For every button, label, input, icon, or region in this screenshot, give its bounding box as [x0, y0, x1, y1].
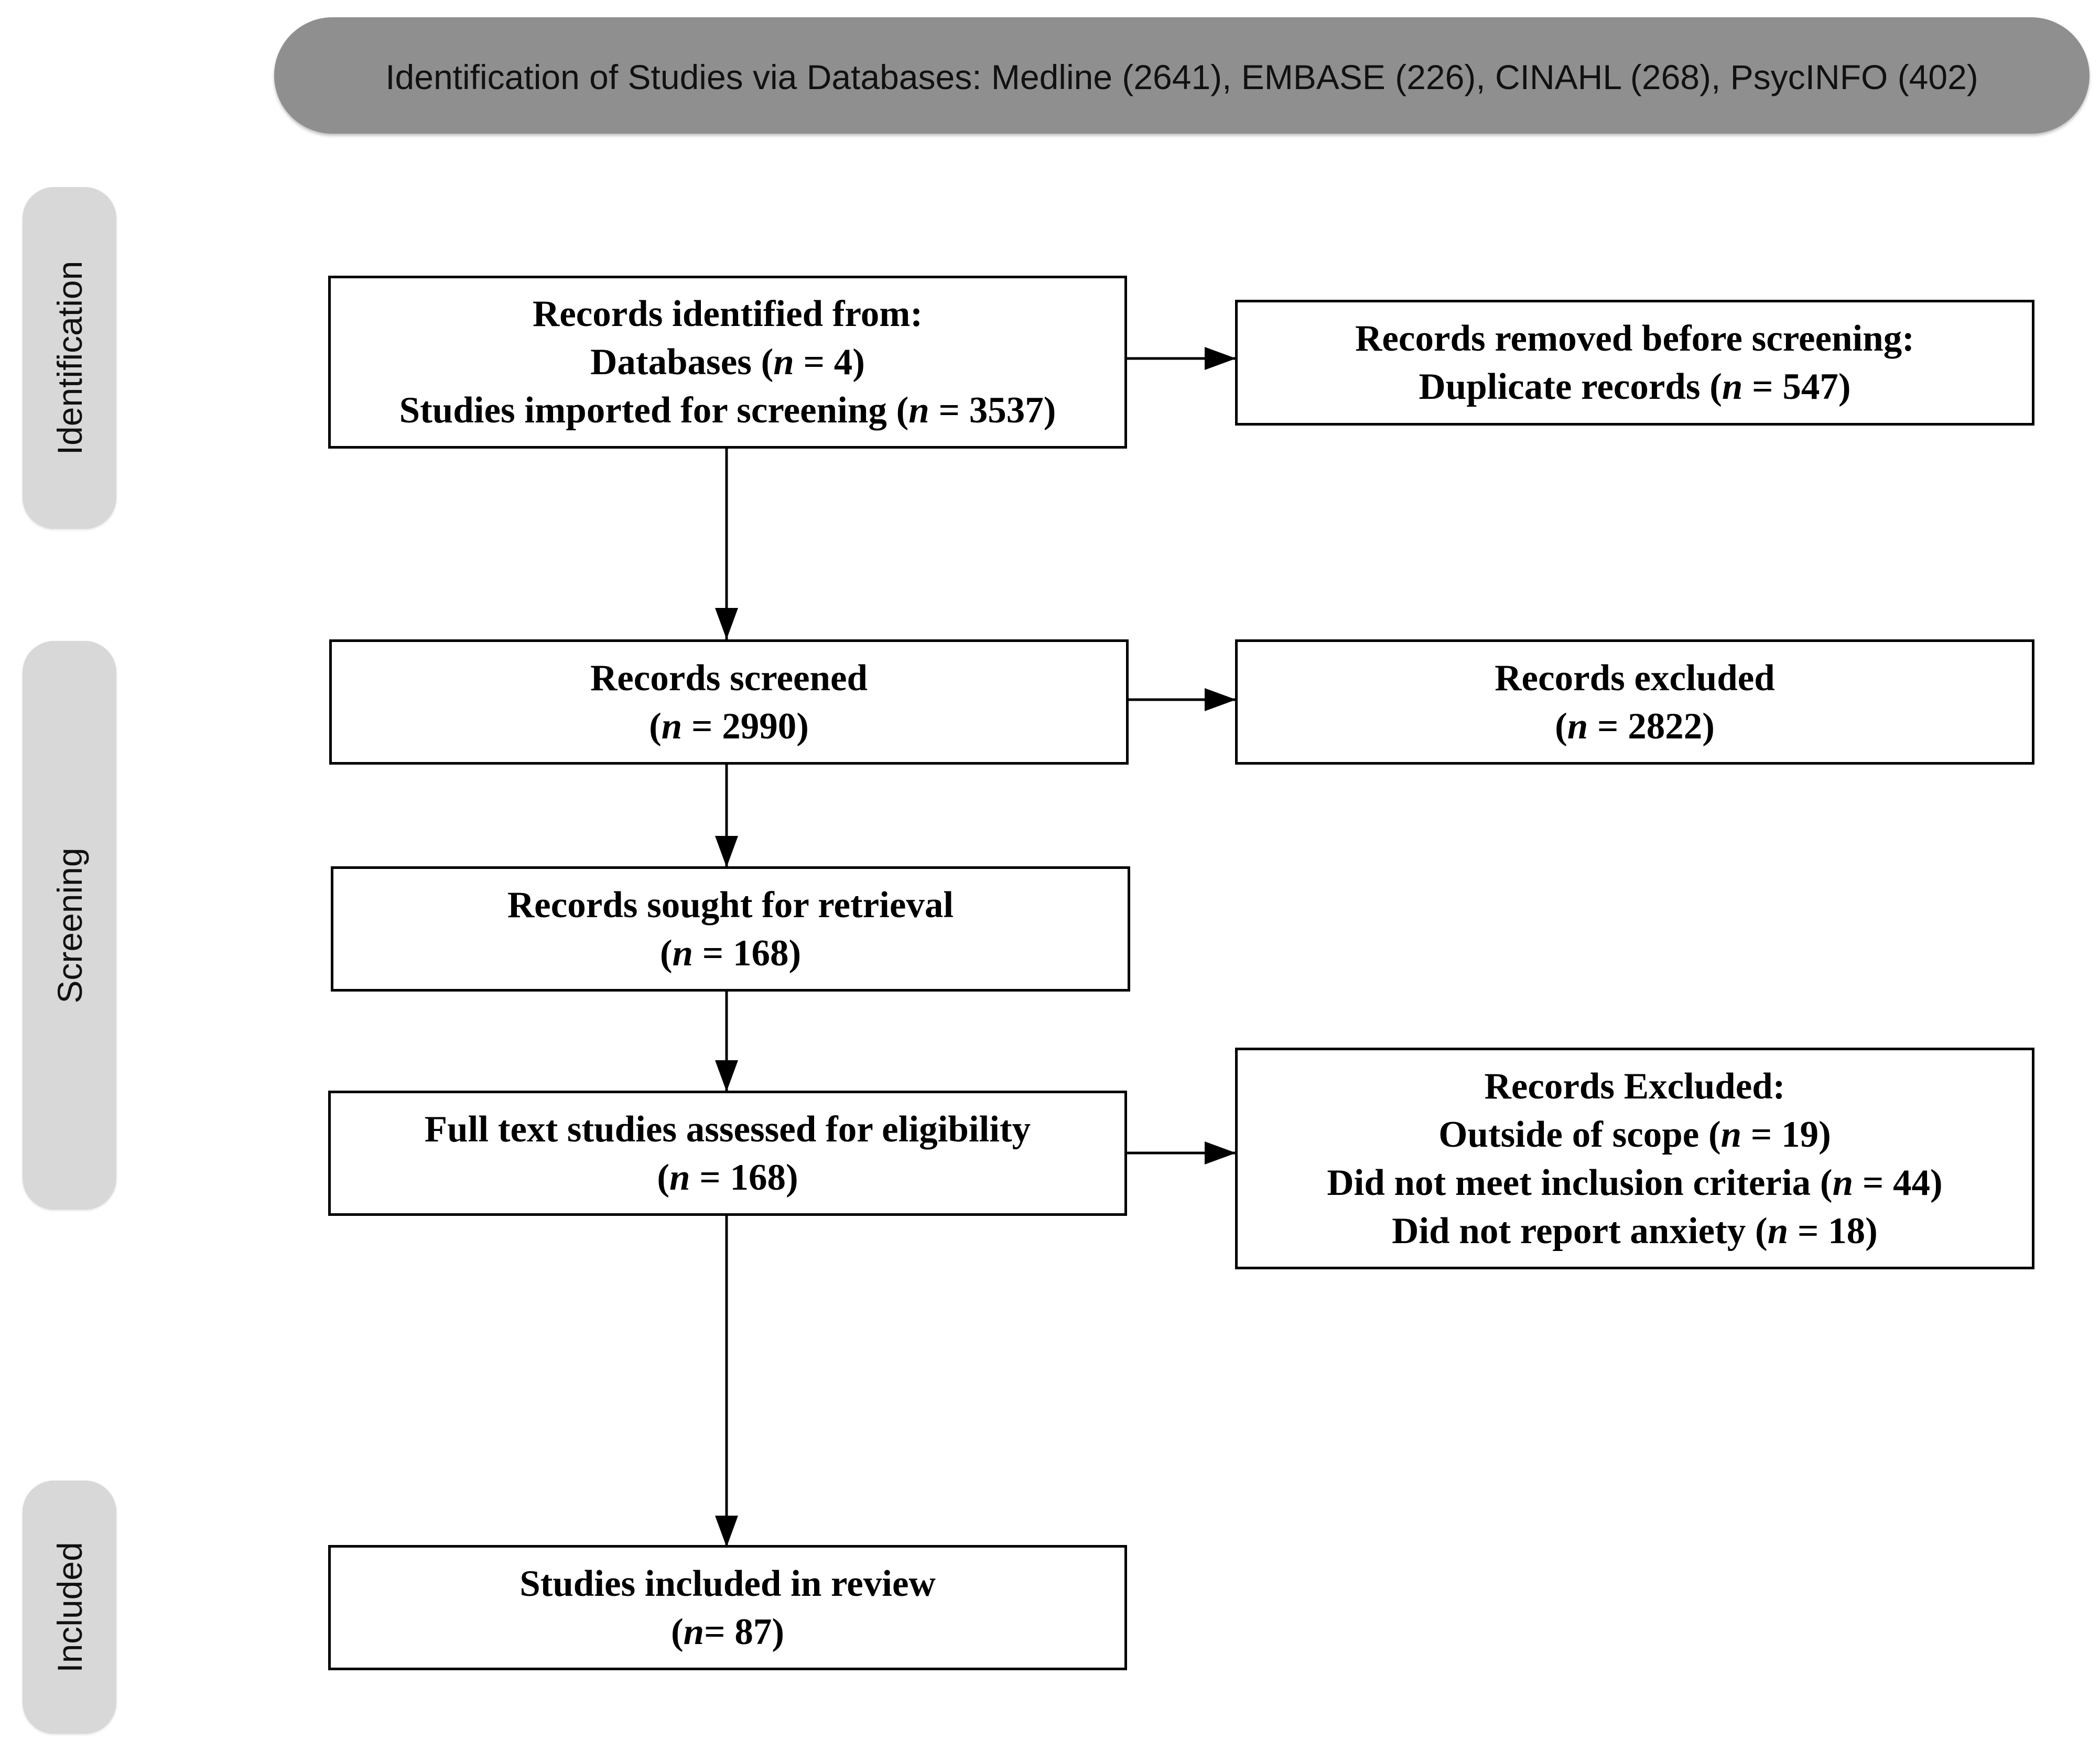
box-full-text-assessed: Full text studies assessed for eligibili… — [328, 1091, 1127, 1216]
sample-size-symbol: n — [1720, 1114, 1742, 1155]
box-line-text: Databases ( — [590, 342, 774, 383]
box-line-count: = 168) — [690, 1157, 798, 1198]
box-line: Studies imported for screening (n = 3537… — [399, 386, 1056, 434]
box-line-text: ( — [1555, 705, 1567, 747]
box-line-count: = 3537) — [929, 390, 1056, 431]
box-line-count: = 2822) — [1588, 705, 1715, 747]
box-records-screened: Records screened(n = 2990) — [329, 639, 1129, 765]
box-line: Records Excluded: — [1485, 1062, 1785, 1111]
box-line: Did not meet inclusion criteria (n = 44) — [1327, 1159, 1942, 1207]
box-line-text: Duplicate records ( — [1419, 366, 1722, 407]
box-line-text: Full text studies assessed for eligibili… — [424, 1108, 1031, 1150]
sample-size-symbol: n — [1722, 366, 1743, 407]
box-records-sought: Records sought for retrieval(n = 168) — [331, 866, 1130, 992]
sample-size-symbol: n — [1567, 705, 1588, 747]
box-line: Records screened — [590, 654, 868, 702]
arrowhead-sought-to-fulltext — [715, 1060, 738, 1092]
sample-size-symbol: n — [1767, 1210, 1789, 1252]
box-line-text: Records identified from: — [532, 293, 923, 334]
sample-size-symbol: n — [773, 342, 794, 383]
box-line: Did not report anxiety (n = 18) — [1392, 1207, 1878, 1255]
box-line-count: = 87) — [704, 1611, 784, 1652]
box-line-count: = 44) — [1853, 1162, 1943, 1203]
box-line: Records excluded — [1495, 654, 1774, 702]
box-line: (n = 168) — [657, 1154, 798, 1202]
box-line-text: ( — [659, 932, 673, 974]
box-line-text: ( — [670, 1611, 684, 1652]
box-line: Records identified from: — [533, 290, 923, 338]
sample-size-symbol: n — [672, 932, 694, 974]
box-line: (n = 2822) — [1555, 702, 1715, 750]
arrowhead-screened-to-sought — [715, 836, 738, 867]
banner-text: Identification of Studies via Databases:… — [385, 58, 1978, 96]
box-line: Databases (n = 4) — [590, 338, 865, 386]
box-line: Duplicate records (n = 547) — [1419, 363, 1850, 411]
box-line-count: = 18) — [1788, 1210, 1878, 1252]
arrowhead-fulltext-to-included — [715, 1516, 738, 1547]
box-line: Records removed before screening: — [1355, 314, 1914, 363]
box-line-text: Records excluded — [1495, 657, 1775, 699]
box-line: Outside of scope (n = 19) — [1438, 1111, 1831, 1159]
box-line-count: = 2990) — [682, 705, 809, 747]
box-line: Records sought for retrieval — [507, 881, 954, 929]
sample-size-symbol: n — [908, 390, 929, 431]
box-line-text: Records sought for retrieval — [507, 884, 954, 926]
arrowhead-identified-to-removed — [1205, 347, 1236, 370]
box-studies-included: Studies included in review(n= 87) — [328, 1545, 1127, 1670]
box-line-count: = 19) — [1741, 1114, 1831, 1155]
box-line: (n = 168) — [660, 929, 801, 977]
phase-identification: Identification — [23, 187, 116, 529]
arrowhead-screened-to-excluded — [1205, 688, 1236, 711]
sample-size-symbol: n — [683, 1611, 705, 1652]
box-line: (n = 2990) — [649, 702, 809, 750]
box-records-excluded: Records excluded(n = 2822) — [1235, 639, 2034, 765]
box-line-text: Did not meet inclusion criteria ( — [1327, 1162, 1833, 1203]
box-line-text: Records removed before screening: — [1355, 318, 1914, 359]
box-line-text: Records screened — [590, 657, 868, 699]
box-line-count: = 547) — [1742, 366, 1851, 407]
box-line-count: = 168) — [693, 932, 802, 974]
box-records-identified: Records identified from:Databases (n = 4… — [328, 276, 1127, 449]
box-line-text: ( — [657, 1157, 670, 1198]
box-line-text: Studies imported for screening ( — [399, 390, 909, 431]
arrowhead-identified-to-screened — [715, 608, 738, 639]
arrowhead-fulltext-to-excluded-reasons — [1205, 1141, 1236, 1165]
database-sources-banner: Identification of Studies via Databases:… — [274, 17, 2090, 134]
box-line-text: Records Excluded: — [1484, 1065, 1785, 1107]
sample-size-symbol: n — [661, 705, 683, 747]
box-line-text: Studies included in review — [519, 1563, 936, 1604]
box-line-text: Outside of scope ( — [1438, 1114, 1721, 1155]
box-line: Full text studies assessed for eligibili… — [425, 1105, 1031, 1154]
phase-screening: Screening — [23, 641, 116, 1210]
box-line-count: = 4) — [794, 342, 865, 383]
sample-size-symbol: n — [669, 1157, 690, 1198]
box-line: (n= 87) — [671, 1608, 784, 1656]
box-line-text: Did not report anxiety ( — [1392, 1210, 1768, 1252]
box-line: Studies included in review — [519, 1560, 936, 1608]
sample-size-symbol: n — [1832, 1162, 1854, 1203]
box-records-excluded-reasons: Records Excluded:Outside of scope (n = 1… — [1235, 1048, 2034, 1269]
phase-included: Included — [23, 1481, 116, 1734]
box-records-removed: Records removed before screening:Duplica… — [1235, 300, 2034, 426]
box-line-text: ( — [649, 705, 662, 747]
